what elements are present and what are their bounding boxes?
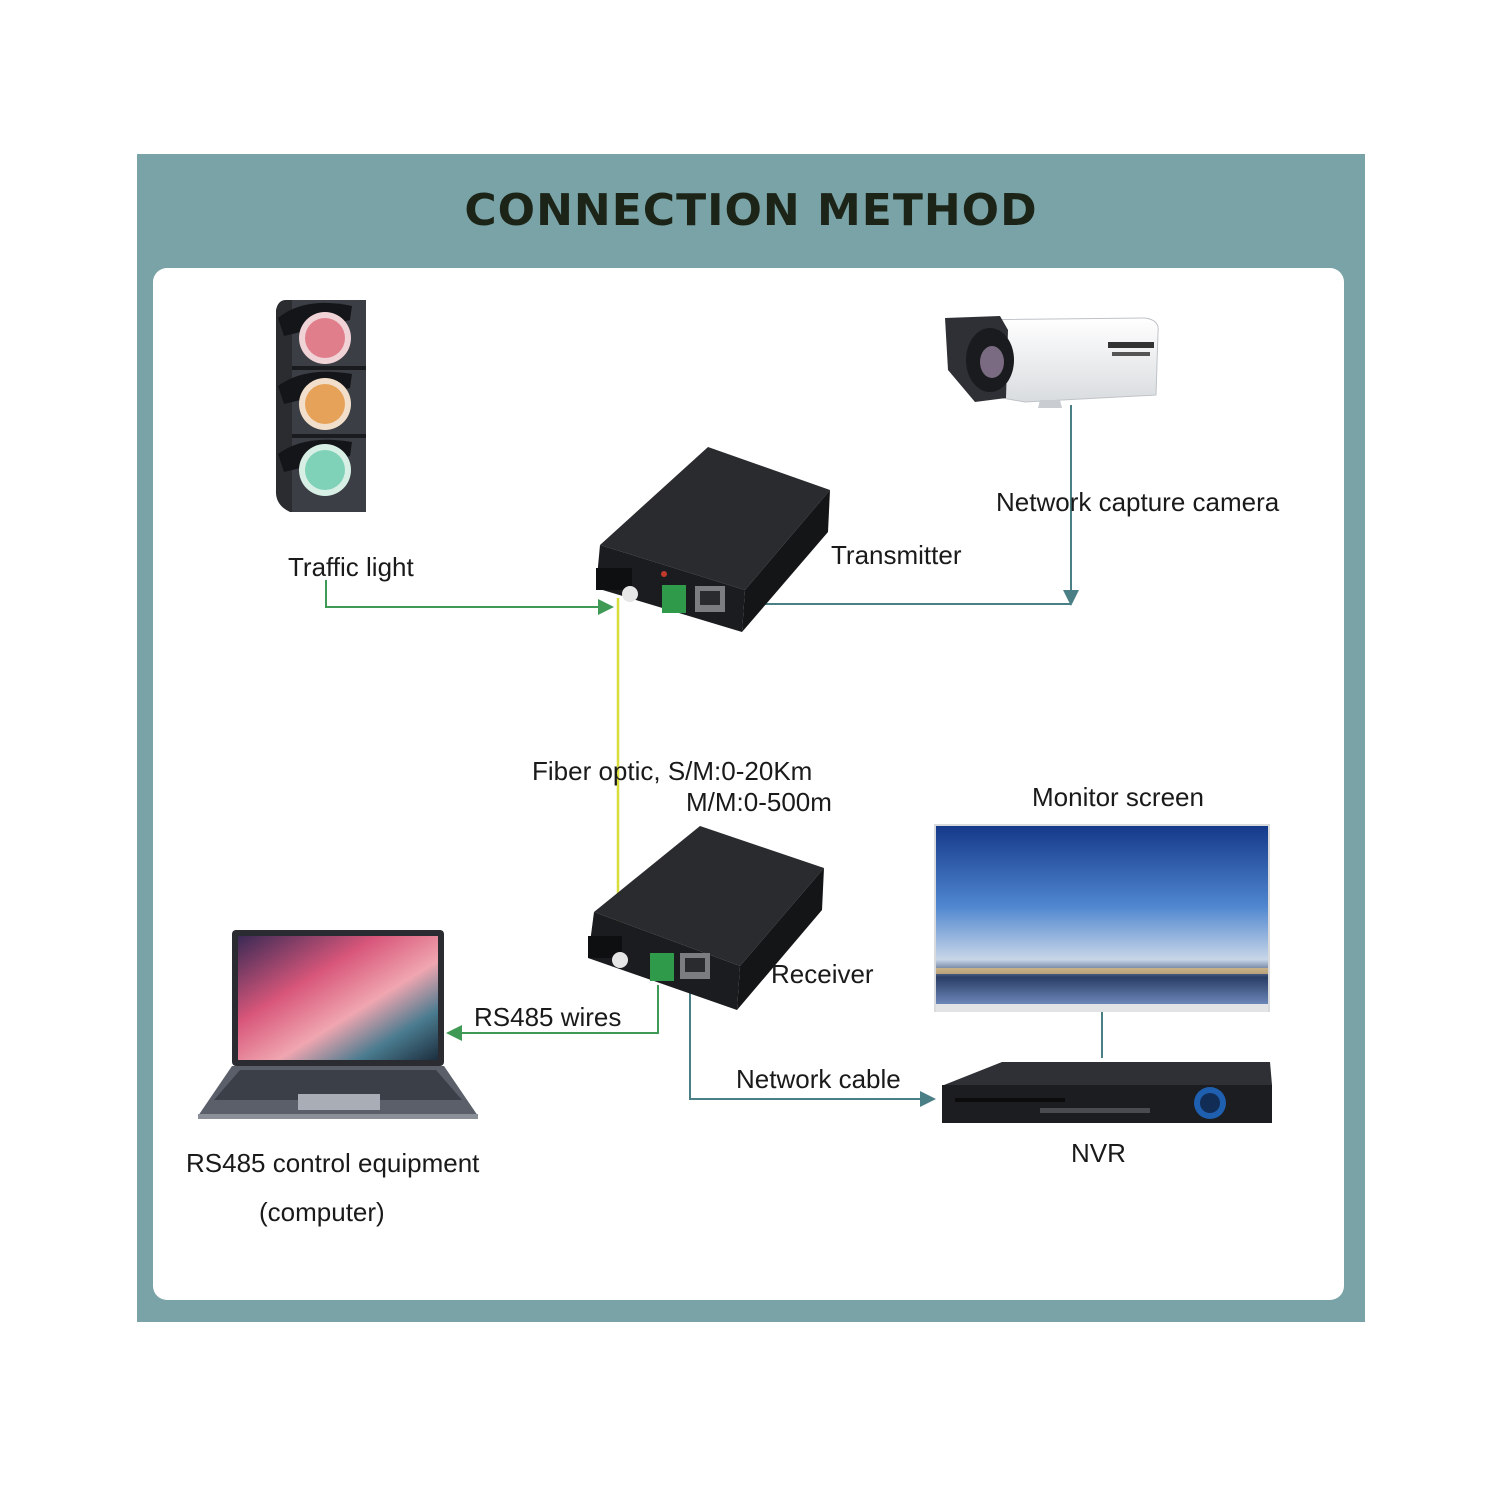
rs485-wires-label: RS485 wires (474, 1002, 622, 1032)
traffic-light-label: Traffic light (288, 552, 414, 582)
transmitter-icon (596, 447, 830, 632)
network-cable-line (689, 985, 936, 1107)
fiber-optic-label: Fiber optic, S/M:0-20Km (532, 756, 813, 786)
receiver-label: Receiver (771, 959, 874, 989)
camera-icon (945, 316, 1159, 408)
fiber-optic-mm-label: M/M:0-500m (686, 787, 832, 817)
rs485-wire (446, 985, 659, 1041)
monitor-icon (934, 824, 1270, 1012)
network-cable-label: Network cable (736, 1064, 901, 1094)
rs485-equipment-label: RS485 control equipment (186, 1148, 480, 1178)
laptop-icon (198, 930, 478, 1119)
diagram-title: CONNECTION METHOD (464, 185, 1038, 236)
traffic-light-icon (275, 300, 366, 512)
nvr-label: NVR (1071, 1138, 1126, 1168)
camera-label: Network capture camera (996, 487, 1280, 517)
nvr-icon (942, 1062, 1272, 1123)
rs485-equipment-sublabel: (computer) (259, 1197, 385, 1227)
monitor-label: Monitor screen (1032, 782, 1204, 812)
traffic-light-wire (325, 580, 614, 615)
receiver-icon (588, 826, 824, 1010)
transmitter-label: Transmitter (831, 540, 962, 570)
